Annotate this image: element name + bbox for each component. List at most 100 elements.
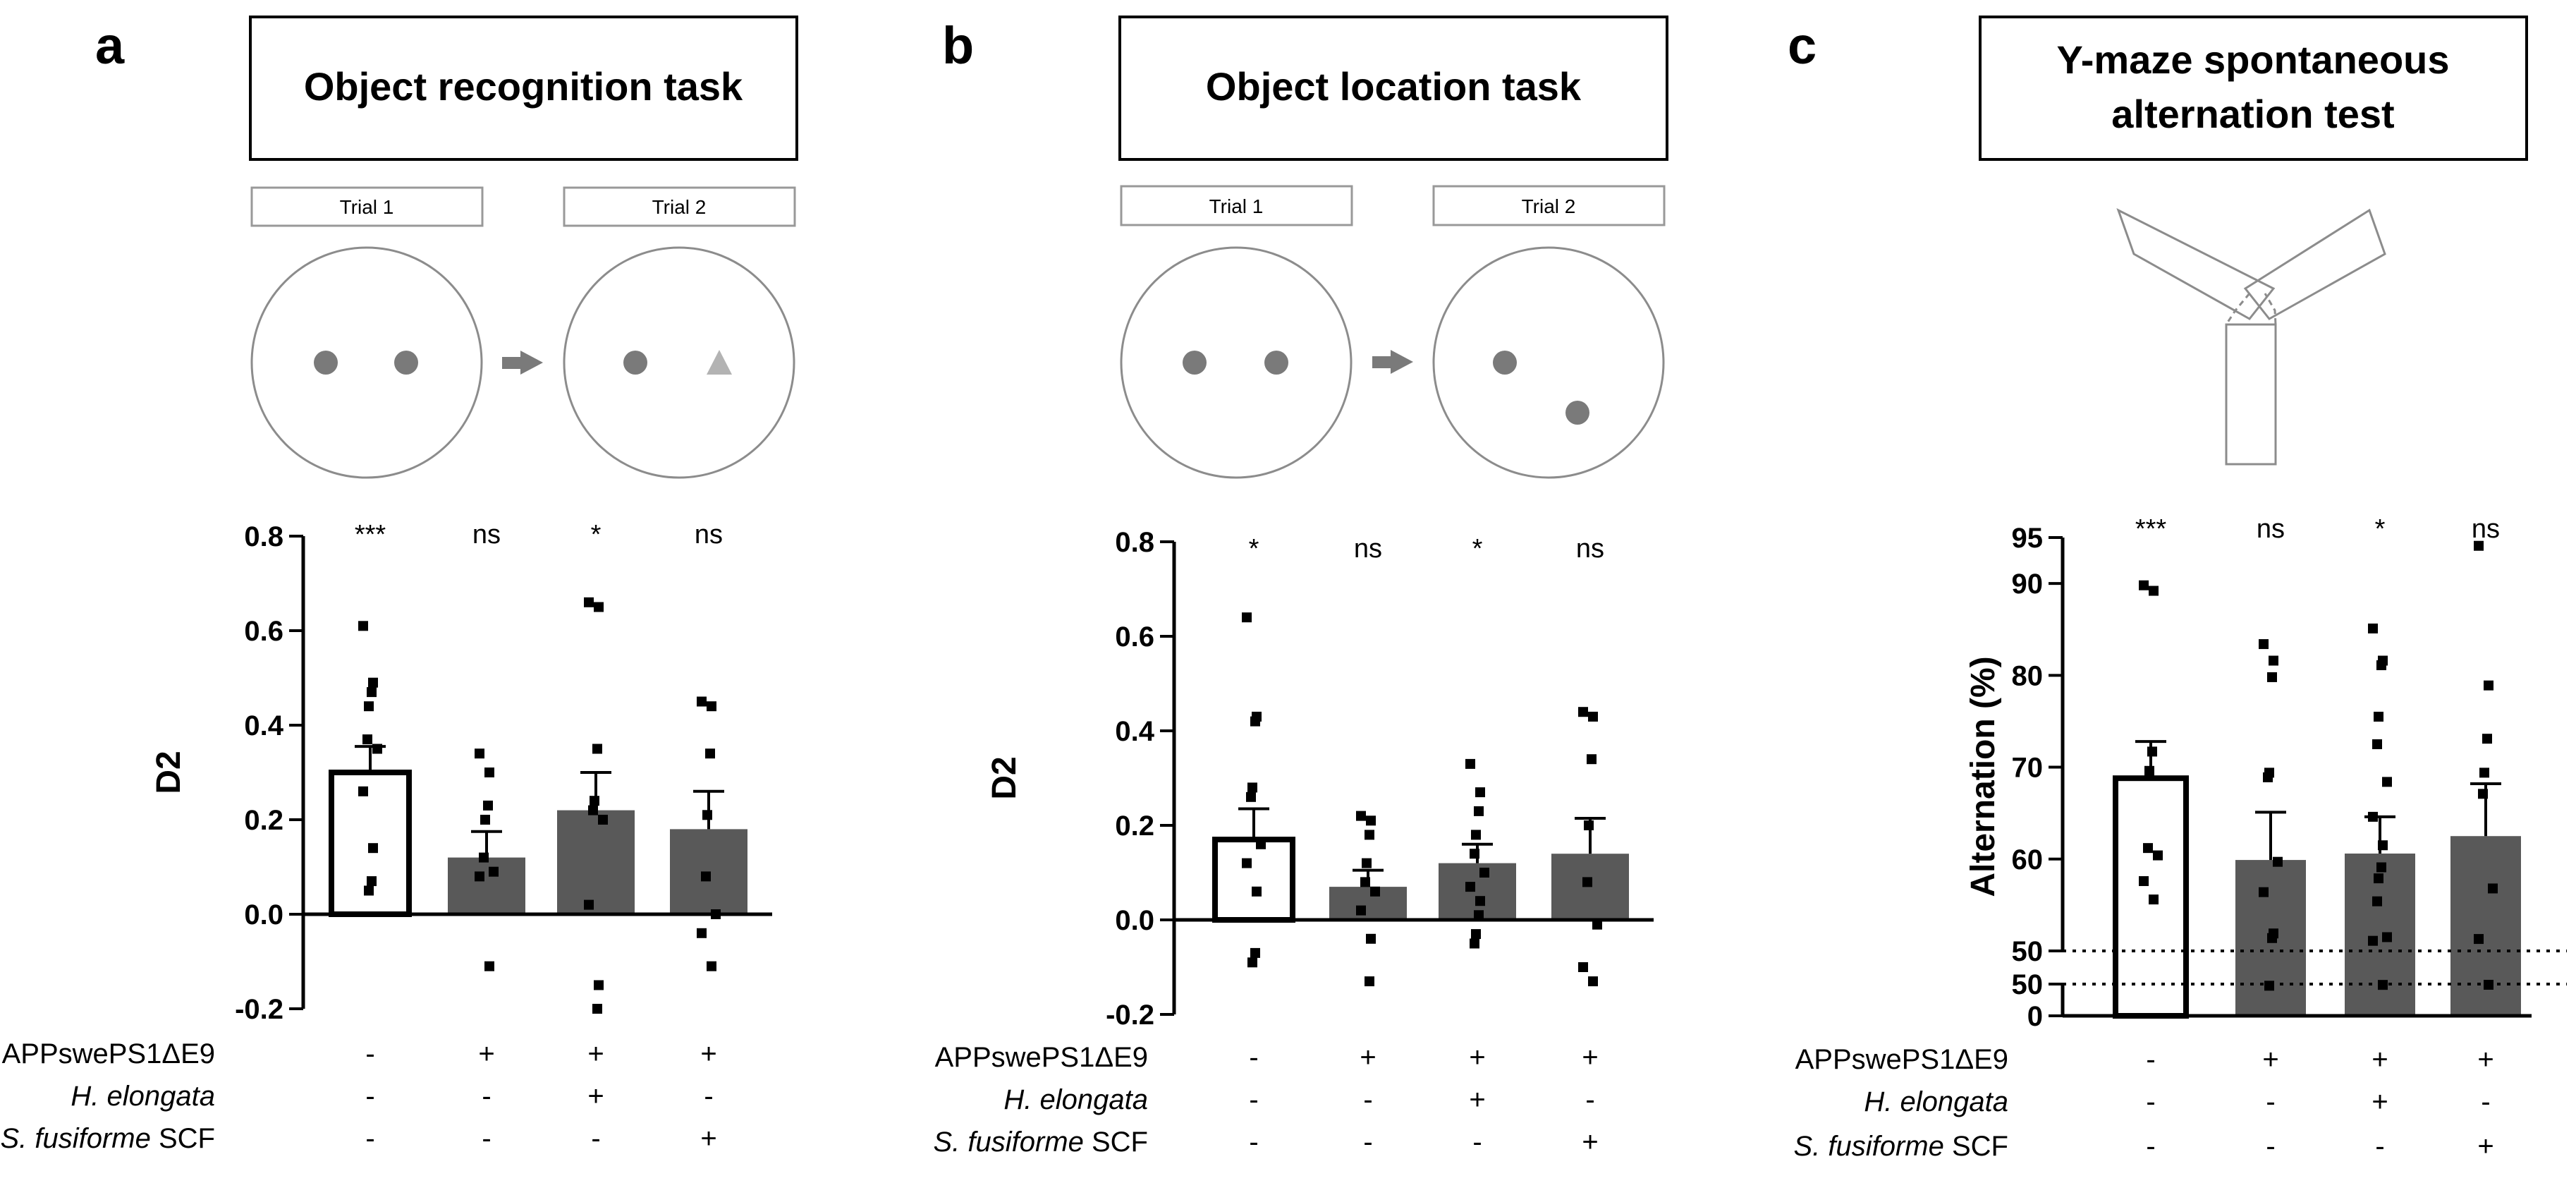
group-mark: - [1472, 1127, 1482, 1158]
y-axis-label: D2 [150, 751, 188, 794]
data-point [588, 805, 598, 815]
data-point [2378, 980, 2388, 990]
arena-circle [1432, 246, 1665, 479]
trial-label: Trial 1 [1209, 195, 1264, 217]
data-point [2144, 765, 2154, 776]
group-mark: - [2146, 1086, 2155, 1117]
data-point [1588, 976, 1598, 987]
data-point [584, 899, 594, 910]
data-point [584, 597, 594, 607]
data-point [1247, 957, 1257, 968]
group-mark: - [2146, 1131, 2155, 1162]
data-point [1465, 758, 1475, 769]
group-mark: - [1363, 1127, 1372, 1158]
data-point [2488, 883, 2498, 894]
data-point [372, 744, 382, 754]
task-title: Object location task [1206, 64, 1582, 109]
significance-label: ns [472, 520, 501, 550]
group-legend-rows: APPswePS1ΔE9-+++H. elongata--+-S. fusifo… [0, 1038, 2493, 1162]
data-point [362, 734, 372, 745]
data-point [368, 677, 378, 688]
data-point [479, 852, 489, 863]
data-point [1242, 858, 1252, 868]
data-point [2139, 580, 2149, 590]
y-tick-label: 0.8 [244, 521, 283, 552]
group-row-label: APPswePS1ΔE9 [1795, 1044, 2008, 1075]
group-row-label: S. fusiforme SCF [1793, 1131, 2008, 1162]
data-point [1588, 711, 1598, 722]
y-tick-label: -0.2 [235, 994, 283, 1025]
group-mark: + [1582, 1042, 1598, 1073]
trial-box [250, 186, 484, 227]
data-point [2368, 623, 2378, 633]
data-point [484, 961, 494, 971]
group-mark: - [365, 1081, 374, 1112]
y-axis-label: Alternation (%) [1965, 656, 2002, 897]
trial-label: Trial 2 [1522, 195, 1576, 217]
data-point [475, 871, 484, 882]
data-point [2368, 811, 2378, 822]
arena-circle [563, 246, 795, 479]
object-circle [1183, 351, 1207, 375]
data-point [590, 796, 599, 806]
data-point [2368, 935, 2378, 946]
data-point [1587, 754, 1597, 765]
data-point [2382, 932, 2392, 942]
object-circle [1264, 351, 1288, 375]
panel-letter: a [95, 16, 125, 75]
group-mark: - [482, 1123, 491, 1154]
data-point [2273, 856, 2283, 867]
group-mark: - [1249, 1084, 1258, 1115]
data-point [1250, 716, 1260, 727]
significance-label: ns [695, 520, 723, 550]
y-tick-label: 0.6 [244, 616, 283, 647]
data-point [697, 928, 707, 938]
data-point [2149, 894, 2159, 905]
data-point [364, 885, 374, 896]
significance-label: ns [2472, 514, 2500, 544]
group-mark: - [2146, 1044, 2155, 1075]
object-circle [1493, 351, 1517, 375]
task-title: alternation test [2111, 92, 2394, 136]
data-point [1592, 919, 1602, 930]
data-point [1471, 929, 1481, 940]
data-point [1474, 806, 1484, 816]
y-tick-label: 60 [2012, 844, 2044, 875]
data-point [1242, 612, 1252, 623]
data-point [1479, 868, 1489, 878]
y-maze-schematic [2116, 207, 2386, 466]
data-point [2372, 896, 2382, 906]
data-point [364, 701, 374, 712]
group-mark: - [1585, 1084, 1594, 1115]
y-tick-label: 70 [2012, 753, 2044, 784]
data-point [1370, 886, 1380, 897]
object-circle [314, 351, 338, 375]
data-point [2143, 843, 2153, 854]
panel-c: c Y-maze spontaneous alternation test [1788, 16, 2528, 466]
data-point [701, 871, 711, 882]
data-point [1252, 886, 1262, 897]
panel-a: a Object recognition task Trial 1 Trial … [95, 16, 798, 479]
y-tick-label: 50 [2012, 969, 2044, 1000]
data-point [2374, 873, 2383, 884]
data-point [1247, 782, 1257, 793]
data-point [1578, 962, 1588, 972]
group-mark: - [2266, 1131, 2275, 1162]
group-mark: + [1582, 1127, 1598, 1158]
arena-circle [250, 246, 483, 479]
data-point [2267, 672, 2277, 682]
y-tick-label: 0.4 [1115, 716, 1154, 747]
group-mark: + [1360, 1042, 1376, 1073]
data-point [1582, 877, 1592, 887]
data-point [1256, 839, 1266, 849]
significance-label: ns [1576, 534, 1604, 564]
data-point [1475, 787, 1485, 798]
y-tick-label: 0.6 [1115, 621, 1154, 653]
data-point [1365, 830, 1374, 840]
y-tick-label: 50 [2012, 936, 2044, 967]
group-mark: - [2481, 1086, 2490, 1117]
group-row-label: S. fusiforme SCF [0, 1123, 215, 1154]
data-point [1578, 707, 1588, 717]
object-circle [394, 351, 418, 375]
